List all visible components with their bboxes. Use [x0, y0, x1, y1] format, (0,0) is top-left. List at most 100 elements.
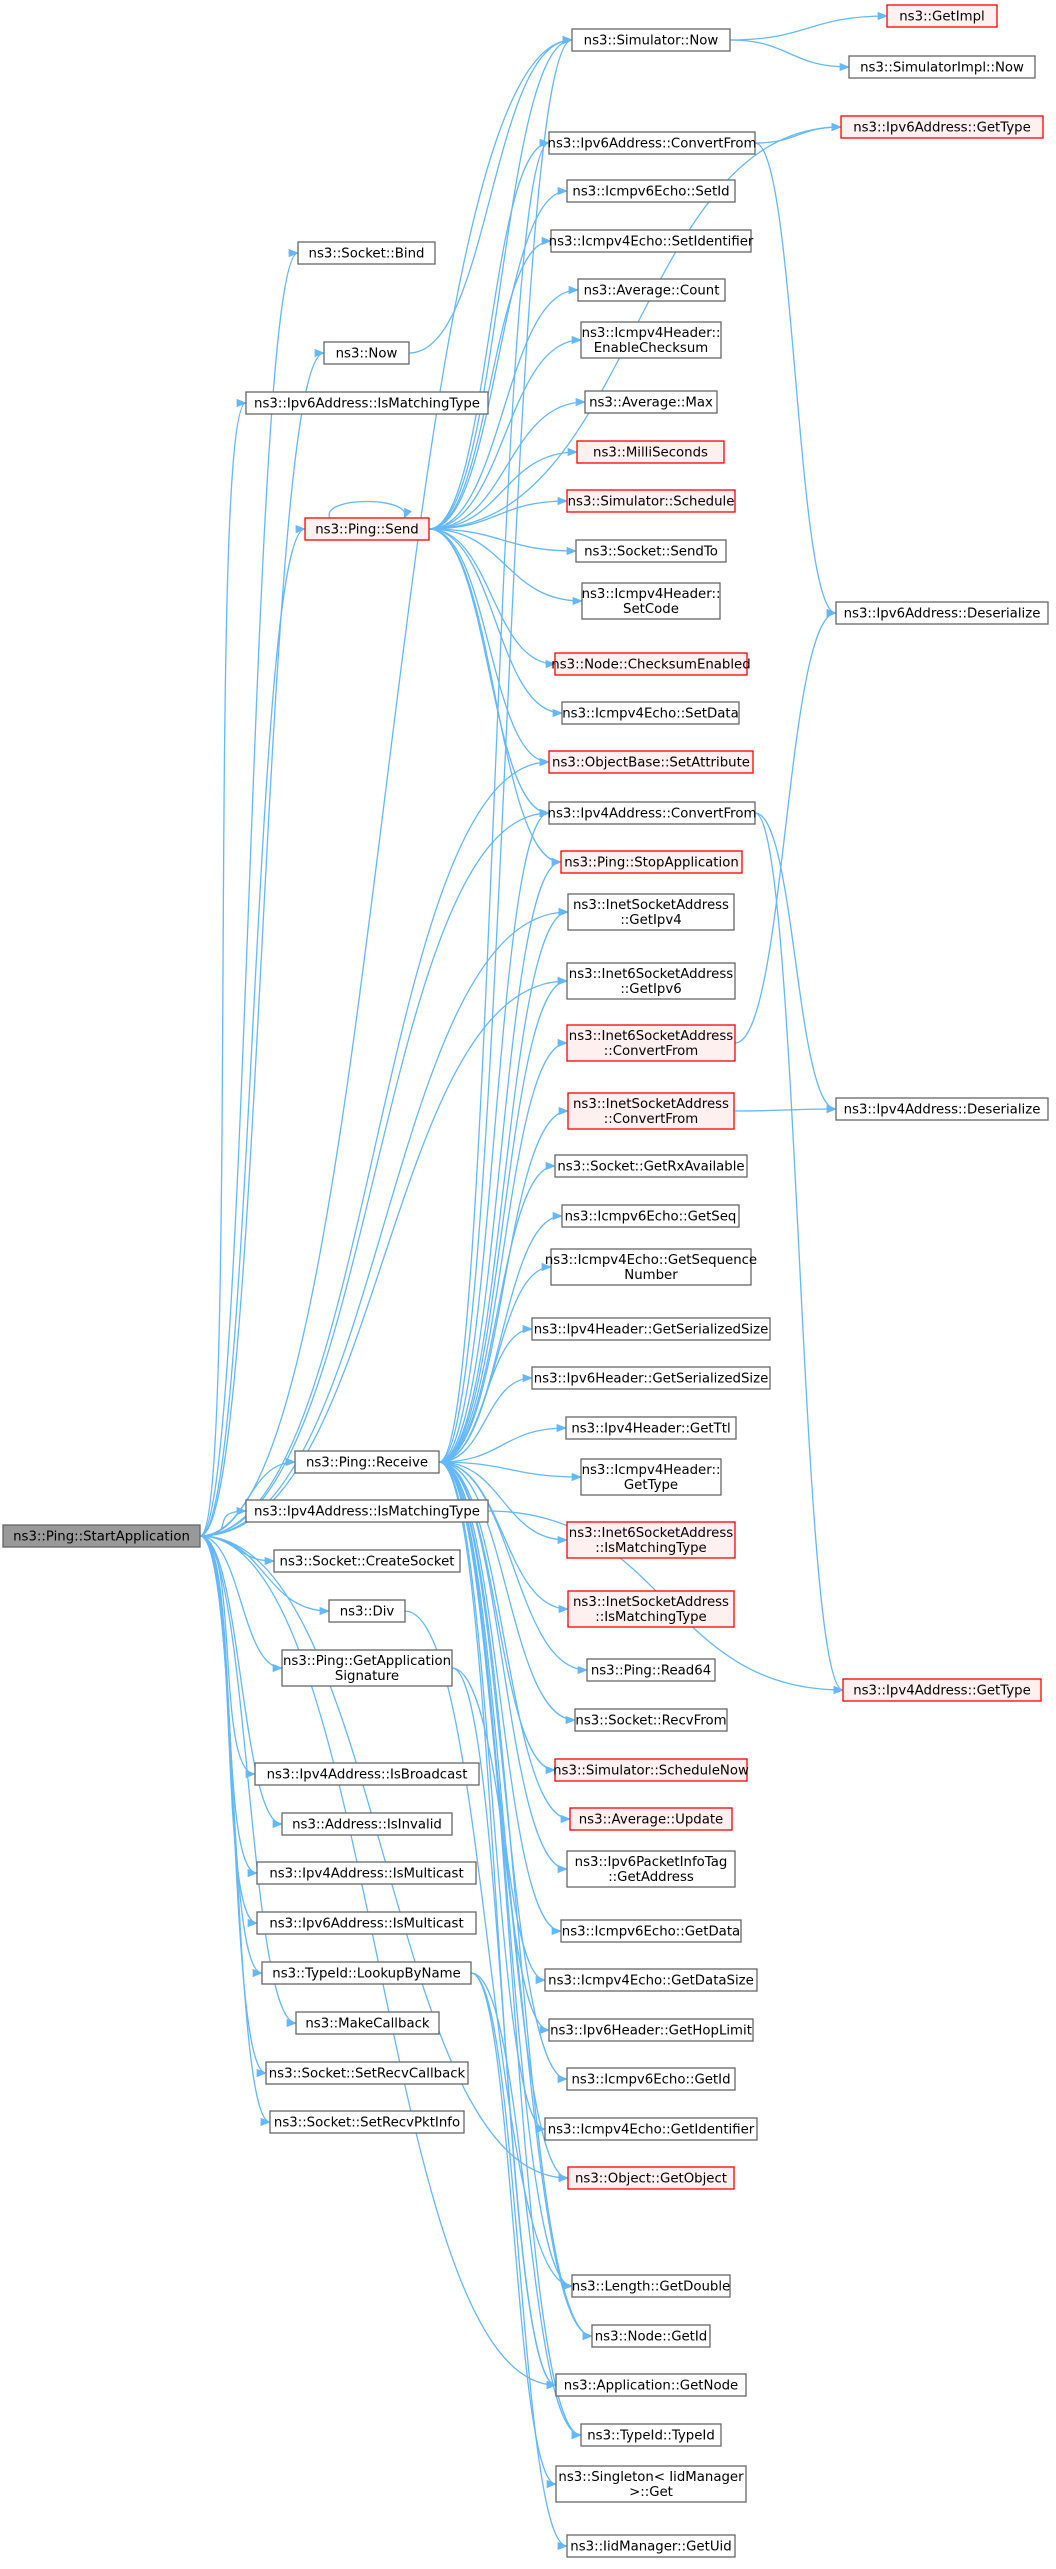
- node-start[interactable]: ns3::Ping::StartApplication: [2, 1524, 201, 1548]
- edge-send-to-avgmax: [428, 397, 587, 530]
- node-isinvalid[interactable]: ns3::Address::IsInvalid: [281, 1812, 453, 1836]
- node-schednow[interactable]: ns3::Simulator::ScheduleNow: [553, 1758, 749, 1782]
- node-setrecvcb[interactable]: ns3::Socket::SetRecvCallback: [265, 2061, 469, 2085]
- edge-send-to-icmp4enable: [428, 335, 583, 530]
- node-sendto[interactable]: ns3::Socket::SendTo: [575, 539, 727, 563]
- node-ipv4hsize[interactable]: ns3::Ipv4Header::GetSerializedSize: [531, 1317, 771, 1341]
- node-box: [555, 2373, 747, 2397]
- node-ipv6gettype[interactable]: ns3::Ipv6Address::GetType: [840, 115, 1044, 139]
- node-avgcount[interactable]: ns3::Average::Count: [577, 278, 726, 302]
- node-label: ns3::Now: [336, 347, 398, 362]
- node-icmp4enable[interactable]: ns3::Icmpv4Header::EnableChecksum: [580, 321, 722, 359]
- node-label: ns3::Ipv4Address::IsBroadcast: [267, 1768, 468, 1783]
- node-ipv6conv[interactable]: ns3::Ipv6Address::ConvertFrom: [548, 131, 757, 155]
- node-box: [273, 1549, 461, 1573]
- node-setattr[interactable]: ns3::ObjectBase::SetAttribute: [548, 750, 754, 774]
- node-recvfrom[interactable]: ns3::Socket::RecvFrom: [574, 1708, 728, 1732]
- node-ipv4gettype[interactable]: ns3::Ipv4Address::GetType: [842, 1678, 1042, 1702]
- node-ipv4conv[interactable]: ns3::Ipv4Address::ConvertFrom: [548, 801, 757, 825]
- node-rxavail[interactable]: ns3::Socket::GetRxAvailable: [554, 1154, 748, 1178]
- node-receive[interactable]: ns3::Ping::Receive: [294, 1450, 440, 1474]
- node-label: ns3::Ipv6Address::ConvertFrom: [548, 137, 757, 152]
- node-setrecvpkt[interactable]: ns3::Socket::SetRecvPktInfo: [269, 2110, 465, 2134]
- node-typeid[interactable]: ns3::TypeId::TypeId: [580, 2423, 722, 2447]
- node-getuid[interactable]: ns3::IidManager::GetUid: [566, 2534, 736, 2558]
- node-setcode[interactable]: ns3::Icmpv4Header::SetCode: [581, 582, 721, 620]
- node-createsock[interactable]: ns3::Socket::CreateSocket: [273, 1549, 461, 1573]
- edge-start-to-setrecvpkt: [199, 1535, 272, 2127]
- node-box: [567, 893, 735, 931]
- node-label: Number: [624, 1268, 678, 1283]
- node-checksumen[interactable]: ns3::Node::ChecksumEnabled: [551, 652, 751, 676]
- node-label: ns3::Ping::StopApplication: [564, 856, 739, 871]
- node-box: [561, 1204, 740, 1228]
- node-icmp6getdata[interactable]: ns3::Icmpv6Echo::GetData: [560, 1919, 742, 1943]
- node-label: ns3::Icmpv4Echo::GetIdentifier: [548, 2123, 755, 2138]
- node-singleton[interactable]: ns3::Singleton< IidManager>::Get: [555, 2465, 747, 2503]
- node-icmp4setdata[interactable]: ns3::Icmpv4Echo::SetData: [561, 701, 740, 725]
- edge-ipv4conv-to-ipv4deser: [754, 812, 838, 1114]
- node-div[interactable]: ns3::Div: [328, 1599, 406, 1623]
- node-icmp4gettype[interactable]: ns3::Icmpv4Header::GetType: [580, 1458, 722, 1496]
- node-avgupdate[interactable]: ns3::Average::Update: [569, 1807, 733, 1831]
- node-getipv6[interactable]: ns3::Inet6SocketAddress::GetIpv6: [566, 962, 736, 1000]
- edge-start-to-setrecvcb: [199, 1535, 268, 2078]
- node-ipv6mcast[interactable]: ns3::Ipv6Address::IsMulticast: [256, 1911, 477, 1935]
- node-icmp6getseq[interactable]: ns3::Icmpv6Echo::GetSeq: [561, 1204, 740, 1228]
- node-bind[interactable]: ns3::Socket::Bind: [297, 241, 436, 265]
- node-label: ns3::Ipv6Address::GetType: [853, 121, 1031, 136]
- node-box: [584, 390, 718, 414]
- node-nodegetid[interactable]: ns3::Node::GetId: [591, 2324, 711, 2348]
- node-label: ns3::Socket::CreateSocket: [280, 1555, 455, 1570]
- node-getimpl[interactable]: ns3::GetImpl: [886, 4, 998, 28]
- node-label: ns3::Icmpv4Header::: [582, 1463, 721, 1478]
- edge-receive-to-icmp4getseqnum: [438, 1262, 553, 1463]
- node-inet6match[interactable]: ns3::Inet6SocketAddress::IsMatchingType: [566, 1521, 736, 1559]
- node-read64[interactable]: ns3::Ping::Read64: [586, 1658, 716, 1682]
- node-getdouble[interactable]: ns3::Length::GetDouble: [571, 2274, 731, 2298]
- node-icmp6getid[interactable]: ns3::Icmpv6Echo::GetId: [566, 2067, 736, 2091]
- node-icmp4getdatasize[interactable]: ns3::Icmpv4Echo::GetDataSize: [544, 1968, 758, 1992]
- node-label: ns3::InetSocketAddress: [573, 1595, 729, 1610]
- node-ipv4ttl[interactable]: ns3::Ipv4Header::GetTtl: [565, 1416, 737, 1440]
- edge-receive-to-avgupdate: [438, 1461, 572, 1824]
- node-label: EnableChecksum: [594, 341, 709, 356]
- node-icmp4setident[interactable]: ns3::Icmpv4Echo::SetIdentifier: [549, 229, 754, 253]
- node-inetconv[interactable]: ns3::InetSocketAddress::ConvertFrom: [567, 1092, 735, 1130]
- node-simimplnow[interactable]: ns3::SimulatorImpl::Now: [848, 55, 1036, 79]
- node-label: ::GetAddress: [608, 1870, 694, 1885]
- node-icmp4getident[interactable]: ns3::Icmpv4Echo::GetIdentifier: [544, 2117, 758, 2141]
- node-label: ns3::Node::ChecksumEnabled: [551, 658, 750, 673]
- edge-start-to-now1: [199, 349, 326, 1537]
- node-makecb[interactable]: ns3::MakeCallback: [295, 2011, 440, 2035]
- edge-ipv6conv-to-ipv6deser: [754, 142, 838, 618]
- node-send[interactable]: ns3::Ping::Send: [304, 517, 430, 541]
- node-hoplimit[interactable]: ns3::Ipv6Header::GetHopLimit: [548, 2018, 754, 2042]
- node-getipv4[interactable]: ns3::InetSocketAddress::GetIpv4: [567, 893, 735, 931]
- node-isbcast[interactable]: ns3::Ipv4Address::IsBroadcast: [254, 1762, 480, 1786]
- node-pktinfoaddr[interactable]: ns3::Ipv6PacketInfoTag::GetAddress: [566, 1850, 736, 1888]
- node-inetmatch[interactable]: ns3::InetSocketAddress::IsMatchingType: [567, 1590, 735, 1628]
- node-icmp6setid[interactable]: ns3::Icmpv6Echo::SetId: [566, 179, 736, 203]
- node-ipv6deser[interactable]: ns3::Ipv6Address::Deserialize: [835, 601, 1049, 625]
- node-millis[interactable]: ns3::MilliSeconds: [576, 440, 725, 464]
- node-now1[interactable]: ns3::Now: [323, 341, 410, 365]
- edge-ipv4conv-to-ipv4gettype: [754, 812, 845, 1694]
- node-ipv6hsize[interactable]: ns3::Ipv6Header::GetSerializedSize: [531, 1366, 771, 1390]
- node-stopapp[interactable]: ns3::Ping::StopApplication: [560, 850, 743, 874]
- edge-start-to-setattr: [199, 757, 551, 1537]
- node-ipv6match[interactable]: ns3::Ipv6Address::IsMatchingType: [245, 391, 489, 415]
- node-inet6conv[interactable]: ns3::Inet6SocketAddress::ConvertFrom: [566, 1024, 736, 1062]
- node-schedule[interactable]: ns3::Simulator::Schedule: [566, 489, 736, 513]
- node-ipv4deser[interactable]: ns3::Ipv4Address::Deserialize: [835, 1097, 1049, 1121]
- node-box: [569, 1807, 733, 1831]
- node-simnow[interactable]: ns3::Simulator::Now: [571, 28, 731, 52]
- node-getnode[interactable]: ns3::Application::GetNode: [555, 2373, 747, 2397]
- node-lookup[interactable]: ns3::TypeId::LookupByName: [261, 1961, 472, 1985]
- node-ipv4mcast[interactable]: ns3::Ipv4Address::IsMulticast: [256, 1861, 477, 1885]
- node-ipv4match[interactable]: ns3::Ipv4Address::IsMatchingType: [245, 1499, 489, 1523]
- node-getobject[interactable]: ns3::Object::GetObject: [567, 2166, 735, 2190]
- node-avgmax[interactable]: ns3::Average::Max: [584, 390, 718, 414]
